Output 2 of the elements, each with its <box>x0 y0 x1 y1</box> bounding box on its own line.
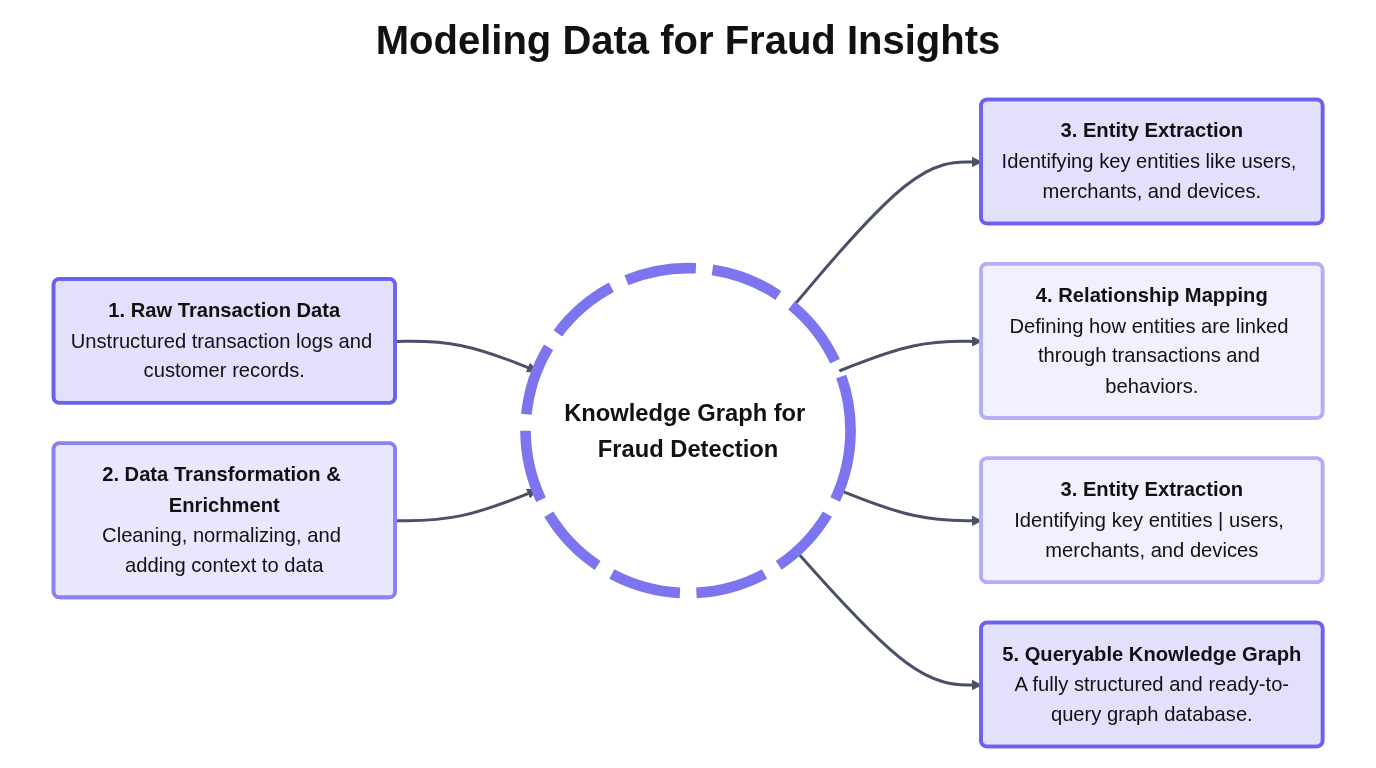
node-circle: Knowledge Graph for Fraud Detection <box>520 262 856 599</box>
diagram-title: Modeling Data for Fraud Insights <box>375 18 1001 63</box>
